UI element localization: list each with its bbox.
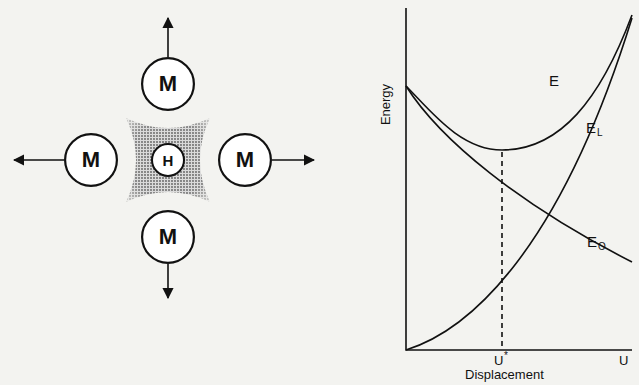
- superscript: *: [504, 351, 508, 361]
- metal-atom: M: [64, 133, 118, 187]
- atom-symbol: M: [236, 149, 254, 171]
- subscript: O: [598, 242, 606, 252]
- subscript: L: [597, 128, 603, 138]
- metal-atom: M: [141, 57, 195, 111]
- axis-tick: U: [494, 354, 503, 367]
- metal-atom: M: [141, 210, 195, 264]
- curve-label: E: [586, 120, 596, 135]
- curve-label: E: [549, 73, 559, 88]
- atom-symbol: M: [82, 149, 100, 171]
- atom-symbol: M: [159, 73, 177, 95]
- curve-label: E: [587, 234, 597, 249]
- curve-el: [406, 18, 632, 350]
- hydrogen-atom: H: [151, 143, 185, 177]
- displacement-arrows: [14, 18, 314, 298]
- metal-atom: M: [218, 133, 272, 187]
- electron-cloud: [126, 118, 210, 202]
- dashed-marker: [501, 152, 503, 348]
- curve-e: [406, 15, 632, 150]
- energy-graph: [406, 8, 632, 350]
- axis-tick: U: [619, 354, 628, 367]
- atom-symbol: H: [163, 153, 174, 168]
- axis-title: Energy: [379, 83, 392, 124]
- axis-title: Displacement: [465, 368, 544, 381]
- atom-symbol: M: [159, 226, 177, 248]
